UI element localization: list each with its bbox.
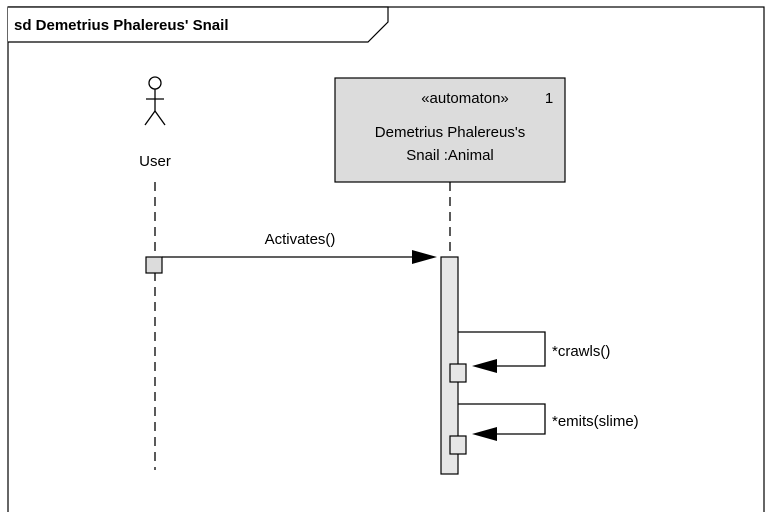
emits-message-line[interactable]	[458, 403, 546, 435]
crawls-message-line[interactable]	[458, 331, 546, 367]
crawls-label: *crawls()	[552, 343, 610, 360]
emits-label: *emits(slime)	[552, 413, 639, 430]
actor-label: User	[139, 153, 171, 170]
actor-right-leg	[154, 110, 166, 126]
lifeline-multiplicity: 1	[545, 90, 553, 107]
lifeline-name-line1: Demetrius Phalereus's	[375, 124, 525, 141]
activates-send-point	[145, 256, 163, 274]
frame-title: sd Demetrius Phalereus' Snail	[14, 17, 228, 34]
lifeline-name-line2: Snail :Animal	[406, 147, 494, 164]
actor-head	[148, 76, 162, 90]
snail-lifeline-box[interactable]	[334, 77, 566, 183]
actor-left-leg	[144, 110, 156, 126]
frame-title-tab	[8, 6, 389, 43]
activates-label: Activates()	[265, 231, 336, 248]
emits-arrowhead	[472, 427, 497, 441]
activates-arrowhead	[412, 250, 437, 264]
crawls-activation	[449, 363, 467, 383]
user-actor[interactable]	[144, 76, 166, 126]
lifeline-stereotype: «automaton»	[421, 90, 509, 107]
crawls-arrowhead	[472, 359, 497, 373]
emits-activation	[449, 435, 467, 455]
